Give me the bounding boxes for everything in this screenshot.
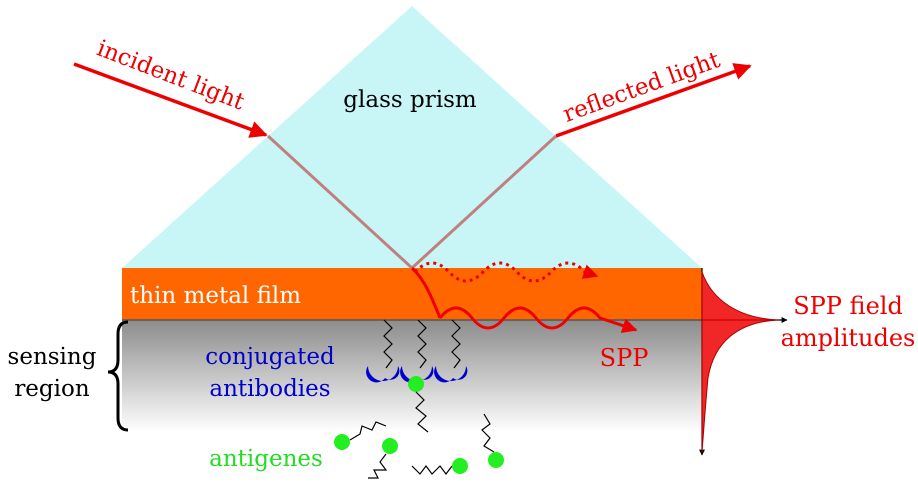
field-label-line1: SPP field [793, 292, 903, 320]
antigen-chain [349, 421, 387, 441]
antigenes-label: antigenes [209, 446, 323, 472]
antigen-chain [415, 391, 429, 433]
sensing-region [122, 320, 702, 432]
sensing-brace [107, 320, 129, 432]
antibody [400, 366, 434, 383]
incident-light-arrow [73, 62, 268, 138]
antibody [366, 366, 400, 383]
antigen [408, 376, 424, 392]
antigen [382, 438, 398, 454]
reflected-light-label: reflected light [560, 47, 724, 128]
antigen-chain [481, 413, 495, 453]
antibody-linker [451, 319, 461, 369]
antigen [452, 458, 468, 474]
thin-metal-film [122, 268, 702, 320]
glass-prism [122, 6, 702, 268]
antigen [488, 452, 504, 468]
reflected-light-arrow [555, 63, 752, 138]
prism-label: glass prism [343, 87, 477, 113]
sensing-label-line2: region [14, 376, 90, 402]
spp-label: SPP [600, 344, 649, 372]
field-label-line2: amplitudes [781, 324, 916, 352]
antigen [334, 434, 350, 450]
sensing-label-line1: sensing [8, 344, 97, 370]
antibody-linker [383, 319, 393, 369]
thin-metal-film-label: thin metal film [130, 283, 301, 309]
spp-wave [438, 306, 638, 333]
conjugated-antibodies-label-line2: antibodies [209, 376, 330, 402]
conjugated-antibodies-label-line1: conjugated [205, 344, 335, 370]
evanescent-wave [413, 261, 599, 283]
field-amplitude-profile [701, 271, 779, 453]
antibody-linker [417, 319, 427, 369]
antigen-chain [411, 465, 453, 475]
antigen-chain [368, 453, 388, 479]
incident-light-label: incident light [93, 35, 248, 115]
